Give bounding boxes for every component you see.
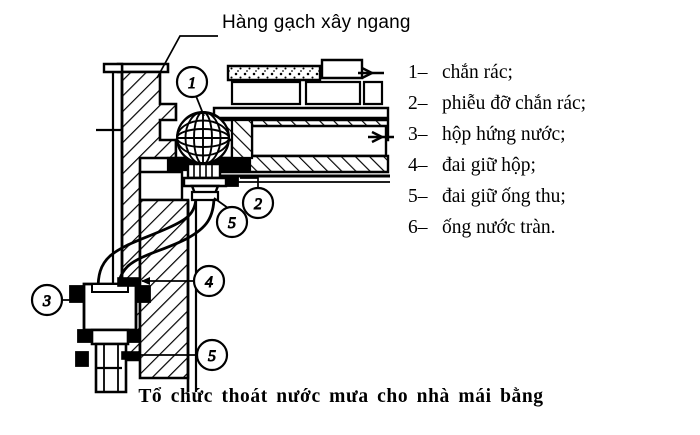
legend-text-2: phiễu đỡ chắn rác; <box>442 93 587 114</box>
outlet-funnel <box>182 162 239 198</box>
leaf-guard-sphere <box>176 111 230 165</box>
legend-text-3: hộp hứng nước; <box>442 124 566 145</box>
wall-tick-marks <box>96 128 122 370</box>
figure-caption: Tổ chức thoát nước mưa cho nhà mái bằng <box>138 386 544 407</box>
callout-2: 2 <box>241 186 275 220</box>
legend-number-6: 6– <box>408 217 428 238</box>
callout-3: 3 <box>30 283 64 317</box>
section-drawing: 1 2 3 4 5 <box>30 35 394 394</box>
legend-number-3: 3– <box>408 124 428 145</box>
callout-4: 4 <box>192 264 226 298</box>
legend-item-4: 4– đai giữ hộp; <box>408 155 678 186</box>
legend-number-2: 2– <box>408 93 428 114</box>
legend-item-6: 6– ống nước tràn. <box>408 217 678 248</box>
callout-1-label: 1 <box>188 75 196 92</box>
callout-2-label: 2 <box>254 196 262 213</box>
callout-1: 1 <box>175 65 209 99</box>
legend-item-2: 2– phiễu đỡ chắn rác; <box>408 93 678 124</box>
callout-5-lower-label: 5 <box>208 348 216 365</box>
legend-number-1: 1– <box>408 62 428 83</box>
callout-5-lower: 5 <box>195 338 229 372</box>
legend-item-3: 3– hộp hứng nước; <box>408 124 678 155</box>
brick-course-label: Hàng gạch xây ngang <box>222 12 411 33</box>
callout-5-upper: 5 <box>215 205 249 239</box>
legend-number-5: 5– <box>408 186 428 207</box>
callout-4-label: 4 <box>205 274 213 291</box>
legend-text-1: chắn rác; <box>442 62 513 83</box>
callout-5-upper-label: 5 <box>228 215 236 232</box>
legend-text-4: đai giữ hộp; <box>442 155 536 176</box>
legend-item-5: 5– đai giữ ống thu; <box>408 186 678 217</box>
break-marks <box>358 66 394 144</box>
leader-lines <box>62 35 259 359</box>
legend-list: 1– chắn rác; 2– phiễu đỡ chắn rác; 3– hộ… <box>408 62 678 248</box>
legend-text-5: đai giữ ống thu; <box>442 186 566 207</box>
callout-3-label: 3 <box>42 293 51 310</box>
legend-number-4: 4– <box>408 155 428 176</box>
callout-markers: 1 2 3 4 5 <box>30 65 275 372</box>
legend-text-6: ống nước tràn. <box>442 217 556 238</box>
legend-item-1: 1– chắn rác; <box>408 62 678 93</box>
